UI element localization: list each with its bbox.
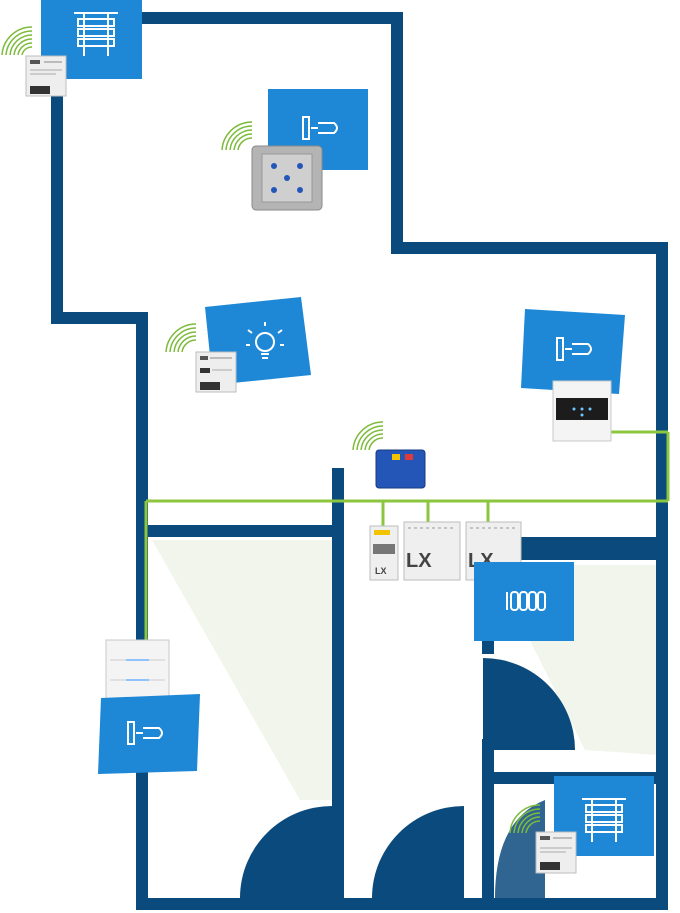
wall-button-panel bbox=[105, 639, 170, 704]
push-button-icon bbox=[127, 721, 163, 745]
blind-icon bbox=[582, 798, 626, 842]
outer-wall bbox=[51, 12, 668, 910]
wifi-icon-bottom bbox=[509, 804, 541, 834]
wifi-icon-switch bbox=[221, 121, 253, 151]
wifi-icon-center bbox=[352, 421, 384, 451]
push-button-icon bbox=[302, 116, 338, 140]
din-module-left: LX bbox=[369, 525, 399, 581]
light-bulb-icon bbox=[246, 322, 284, 359]
bus-wiring bbox=[144, 430, 670, 640]
lx-controller-1: LX bbox=[403, 521, 461, 581]
door-small-room bbox=[495, 800, 545, 898]
wifi-icon-light bbox=[165, 323, 197, 353]
radiator-tile bbox=[474, 562, 574, 641]
light-beam-left bbox=[152, 540, 332, 800]
touch-keypad bbox=[552, 380, 612, 442]
door-right-bath bbox=[483, 658, 575, 750]
radio-actuator-bottom bbox=[535, 831, 577, 874]
door-left bbox=[240, 806, 332, 898]
door-middle bbox=[372, 806, 464, 898]
flush-switch-insert bbox=[251, 145, 323, 211]
radio-gateway bbox=[375, 449, 426, 489]
radiator-icon bbox=[506, 591, 546, 611]
wifi-icon-top-left bbox=[1, 26, 33, 56]
radio-actuator-top bbox=[25, 55, 67, 97]
blind-icon bbox=[74, 12, 118, 56]
button-tile-right bbox=[521, 309, 625, 394]
radio-actuator-light bbox=[195, 351, 237, 393]
lx-brand-1: LX bbox=[406, 550, 432, 572]
button-tile-lower bbox=[98, 694, 200, 774]
doors bbox=[240, 658, 575, 898]
din-left-brand: LX bbox=[375, 566, 387, 576]
push-button-icon bbox=[556, 337, 592, 361]
